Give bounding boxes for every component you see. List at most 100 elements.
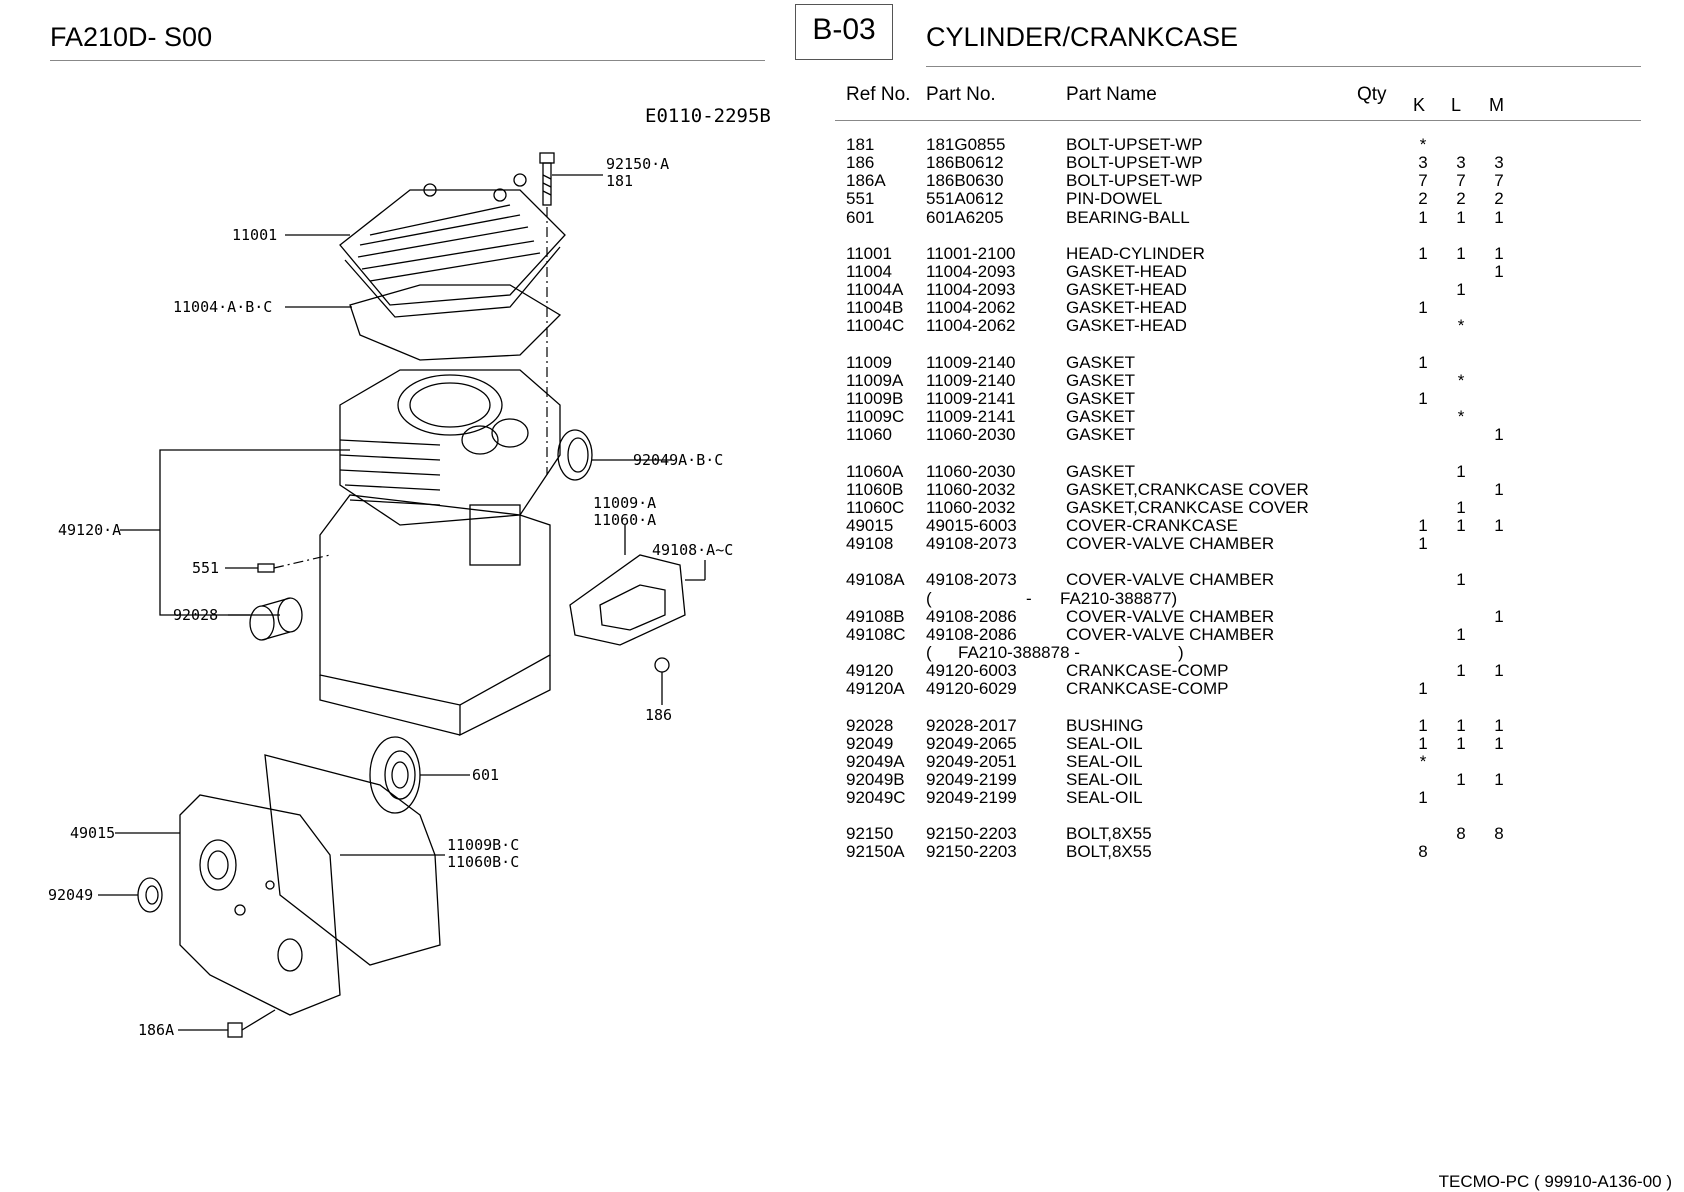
cell-part: 49108-2086 [926,606,1017,626]
column-header-m: M [1489,95,1504,115]
callout-label: 49108·A~C [652,541,733,559]
cell-m: 3 [1494,153,1504,173]
cell-part: 186B0630 [926,171,1004,191]
callout-label: 11060B·C [447,853,519,871]
valve-cover-icon [569,554,686,646]
cell-m: 8 [1494,824,1504,844]
cell-ref: 92028 [846,715,894,735]
cell-m: 1 [1494,515,1504,535]
column-header-name: Part Name [1066,84,1157,105]
cell-ref: 11009A [846,370,904,390]
cell-l: 1 [1456,497,1466,517]
cell-m: 1 [1494,261,1504,281]
cell-part: 49120-6029 [926,679,1017,699]
callout-label: 92049 [48,886,93,904]
serial-note-dash: - [1026,588,1032,608]
cell-part: 601A6205 [926,207,1004,227]
cell-k: 1 [1418,352,1428,372]
cell-k: 1 [1418,515,1428,535]
diagram-code: E0110-2295B [645,105,771,127]
cell-l: * [1457,370,1465,390]
cell-ref: 11004A [846,280,904,300]
cell-k: 8 [1418,842,1428,862]
cell-name: SEAL-OIL [1066,751,1143,771]
callout-label: 49015 [70,824,115,842]
cell-part: 11060-2030 [926,425,1016,445]
cell-ref: 92150 [846,824,894,844]
column-header-part: Part No. [926,84,996,105]
cell-k: 1 [1418,243,1428,263]
cell-l: 1 [1456,733,1466,753]
footer-code: TECMO-PC ( 99910-A136-00 ) [1438,1172,1672,1191]
callout-label: 186 [645,706,672,724]
cell-m: 1 [1494,733,1504,753]
cell-k: 1 [1418,534,1428,554]
cell-k: 1 [1418,715,1428,735]
cell-m: 1 [1494,606,1504,626]
callout-label: 601 [472,766,499,784]
callout-label: 11004·A·B·C [173,298,272,316]
serial-note-serial: FA210-388878 - [958,642,1080,662]
cell-l: 1 [1456,715,1466,735]
cell-name: GASKET-HEAD [1066,280,1187,300]
cell-k: 1 [1418,788,1428,808]
cell-k: * [1419,751,1427,771]
cell-l: 1 [1456,661,1466,681]
cell-part: 49015-6003 [926,515,1017,535]
cell-part: 11060-2032 [926,497,1016,517]
crankcase-cover-icon [179,794,341,1016]
cell-l: 1 [1456,207,1466,227]
callout-label: 92028 [173,606,218,624]
cell-ref: 92049 [846,733,894,753]
cell-name: SEAL-OIL [1066,788,1143,808]
cell-name: GASKET,CRANKCASE COVER [1066,497,1309,517]
cell-m: 1 [1494,243,1504,263]
cell-k: 1 [1418,298,1428,318]
cell-part: 92049-2199 [926,769,1017,789]
cell-name: GASKET,CRANKCASE COVER [1066,479,1309,499]
cell-l: 3 [1456,153,1466,173]
callout-label: 11009B·C [447,836,519,854]
exploded-diagram: E0110-2295B 92150·A 181 11001 11004·A·B·… [48,105,771,1039]
crankcase-icon [319,369,561,737]
cell-l: 1 [1456,515,1466,535]
cell-part: 49120-6003 [926,661,1017,681]
cell-l: 2 [1456,189,1466,209]
callout-label: 11001 [232,226,277,244]
callout-label: 49120·A [58,521,121,539]
cell-ref: 186A [846,171,886,191]
cell-name: BOLT,8X55 [1066,824,1152,844]
cell-k: 1 [1418,207,1428,227]
cell-k: 2 [1418,189,1428,209]
section-code: B-03 [795,4,893,60]
cell-ref: 49120A [846,679,905,699]
serial-note-open: ( [926,588,932,608]
cell-part: 11060-2032 [926,479,1016,499]
cell-ref: 92150A [846,842,905,862]
cell-m: 7 [1494,171,1504,191]
cell-part: 49108-2073 [926,534,1017,554]
column-header-l: L [1451,95,1462,115]
cell-ref: 11060 [846,425,893,445]
serial-note-serial: FA210-388877) [1060,588,1178,608]
divider [926,66,1641,67]
cell-ref: 11060A [846,461,904,481]
cell-part: 49108-2073 [926,570,1017,590]
cell-name: COVER-VALVE CHAMBER [1066,624,1275,644]
cell-part: 11004-2062 [926,298,1016,318]
cell-ref: 11004 [846,261,893,281]
cylinder-head-icon [339,173,566,318]
